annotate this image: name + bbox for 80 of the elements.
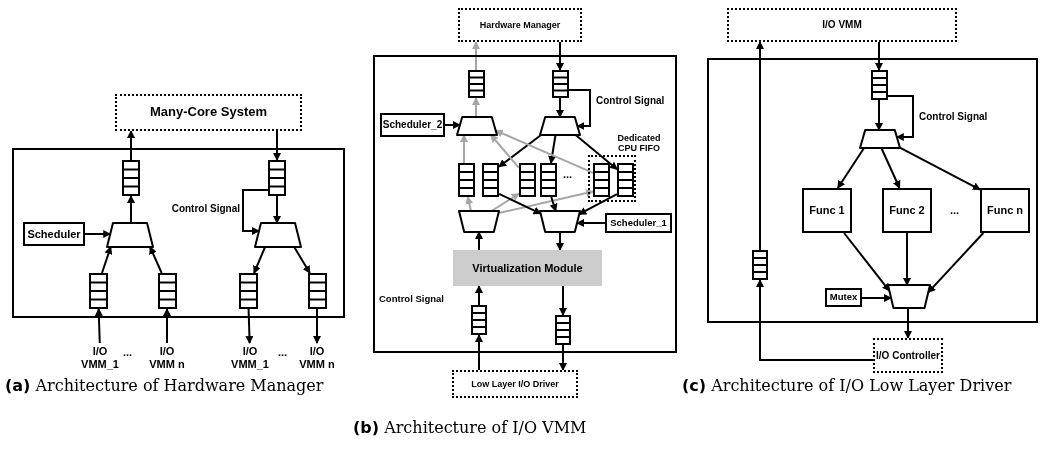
arrow (568, 89, 591, 130)
process-box: Func n (980, 188, 1030, 233)
arrow (245, 308, 254, 344)
arrow (242, 189, 269, 235)
arrow (293, 246, 311, 274)
endpoint-label: I/O VMM_1 (229, 343, 271, 373)
arrow (756, 41, 764, 251)
ellipsis: ... (123, 346, 133, 358)
arrow (313, 308, 321, 344)
arrow (498, 134, 543, 168)
figure-caption: (c) Architecture of I/O Low Layer Driver (682, 376, 1013, 397)
arrow (549, 196, 558, 212)
arrow (472, 97, 480, 118)
arrow (875, 99, 883, 131)
figure-caption: (a) Architecture of Hardware Manager (5, 376, 325, 397)
module-block: Virtualization Module (453, 250, 602, 286)
arrow (460, 134, 468, 164)
arrow (127, 195, 135, 224)
arrow (880, 147, 901, 189)
arrow (490, 192, 520, 212)
external-module-box: Hardware Manager (458, 8, 582, 42)
group-label: Dedicated CPU FIFO (616, 131, 662, 155)
process-box: Scheduler (23, 222, 85, 246)
ellipsis: ... (563, 168, 573, 180)
arrow (94, 308, 103, 344)
arrow (556, 97, 564, 118)
arrow (444, 121, 461, 129)
ellipsis: ... (950, 204, 960, 216)
arrow (475, 231, 483, 251)
panel-frame (707, 58, 1038, 323)
arrow (498, 192, 542, 215)
arrow (898, 146, 981, 191)
arrow (253, 246, 267, 274)
endpoint-label: I/O VMM_1 (79, 343, 121, 373)
arrow (489, 134, 520, 169)
edge-label: Control Signal (595, 95, 666, 106)
arrow (556, 231, 564, 251)
panel-frame (373, 55, 677, 353)
arrow (149, 246, 163, 274)
arrow (559, 285, 567, 316)
edge-label: Control Signal (918, 111, 989, 122)
ellipsis: ... (278, 346, 288, 358)
arrow (574, 134, 618, 171)
arrow (887, 95, 914, 141)
panel-frame (12, 148, 345, 318)
endpoint-label: I/O VMM n (146, 343, 188, 373)
arrow (475, 285, 483, 306)
arrow (875, 41, 883, 71)
arrow (559, 344, 567, 371)
arrow (903, 232, 911, 286)
arrow (576, 219, 606, 227)
arrow (127, 130, 135, 161)
arrow (548, 134, 557, 164)
process-box: Func 2 (882, 188, 932, 233)
edge-label: Control Signal (170, 203, 241, 214)
arrow (273, 195, 281, 224)
arrow (273, 130, 281, 161)
external-module-box: Many-Core System (115, 94, 302, 131)
process-box: Scheduler_1 (605, 213, 672, 233)
arrow (843, 232, 891, 292)
arrow (578, 193, 618, 216)
arrow (472, 41, 480, 71)
arrow (101, 246, 113, 274)
annotation: Control Signal (379, 293, 444, 304)
external-module-box: I/O Controller (873, 338, 943, 373)
external-module-box: Low Layer I/O Driver (452, 370, 578, 398)
figure-caption: (b) Architecture of I/O VMM (353, 418, 588, 439)
process-box: Scheduler_2 (380, 113, 445, 137)
arrow (163, 308, 171, 344)
arrow (904, 307, 912, 339)
arrow (497, 189, 594, 215)
process-box: Mutex (825, 288, 862, 307)
arrow (556, 41, 564, 71)
endpoint-label: I/O VMM n (296, 343, 338, 373)
process-box: Func 1 (802, 188, 852, 233)
arrow (475, 334, 483, 371)
arrow (836, 147, 866, 189)
arrow (756, 279, 874, 361)
arrow (465, 196, 474, 212)
external-module-box: I/O VMM (727, 8, 957, 42)
